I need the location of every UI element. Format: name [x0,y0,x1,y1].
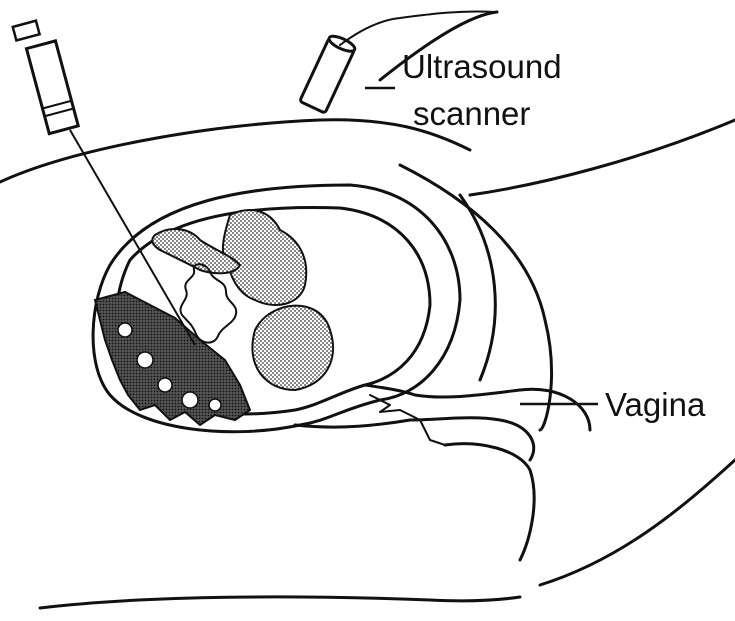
fetus-body [223,210,306,305]
fetus-head [252,306,333,390]
thigh-contour [40,597,520,608]
pelvis-curve-inner [460,195,495,380]
placenta [95,292,250,425]
label-scanner: scanner [413,95,530,132]
label-vagina: Vagina [605,386,706,423]
buttock-curve [540,460,735,585]
syringe-icon [13,21,195,345]
label-ultrasound: Ultrasound [402,48,562,85]
perineum-curve [445,444,534,560]
cervix-lower [295,418,534,460]
